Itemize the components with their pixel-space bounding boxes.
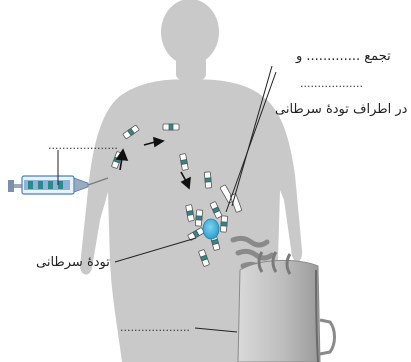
particle	[204, 172, 211, 188]
device-blank-label: ....................	[120, 320, 190, 336]
tumor-label: تودهٔ سرطانی	[36, 255, 110, 271]
particle	[220, 216, 227, 232]
accumulation-label-line2: ..................	[300, 76, 363, 92]
heating-device	[238, 252, 335, 362]
particle	[163, 124, 179, 130]
tumor-mass	[203, 219, 219, 239]
accumulation-label-line1: تجمع ............. و	[296, 49, 391, 65]
particle	[195, 210, 202, 226]
accumulation-label-line3: در اطراف تودهٔ سرطانی	[275, 102, 407, 118]
syringe-blank-label: ....................	[48, 138, 118, 154]
